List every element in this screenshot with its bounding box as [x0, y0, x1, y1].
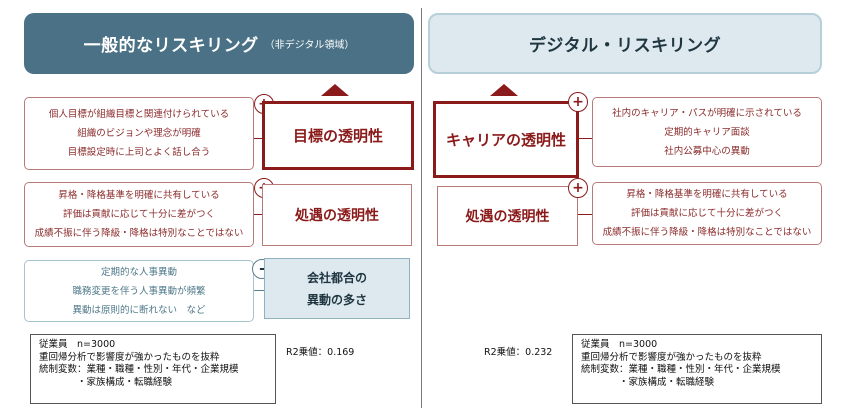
list-item: 職務変更を伴う人事異動が頻繁 [72, 285, 206, 297]
left-factor-company-transfers-line2: 異動の多さ [306, 292, 367, 307]
left-group2-items: 昇格・降格基準を明確に共有している 評価は貢献に応じて十分に差がつく 成績不振に… [24, 182, 254, 247]
list-item: 個人目標が組織目標と関連付けられている [48, 109, 230, 120]
right-group2-connector [578, 214, 594, 215]
list-item: 定期的な人事異動 [100, 266, 177, 278]
left-group2-connector [254, 214, 264, 215]
list-item: 社内のキャリア・パスが明確に示されている [612, 107, 802, 119]
right-pointer-triangle [490, 84, 518, 96]
left-header-title: 一般的なリスキリング [83, 36, 259, 56]
list-item: 成績不振に伴う降級・降格は特別なことではない [602, 227, 812, 238]
left-header: 一般的なリスキリング （非デジタル領域） [24, 13, 414, 74]
right-group2-items: 昇格・降格基準を明確に共有している 評価は貢献に応じて十分に差がつく 成績不振に… [592, 182, 822, 245]
note-line: 重回帰分析で影響度が強かったものを抜粋 [581, 351, 762, 363]
note-line: 重回帰分析で影響度が強かったものを抜粋 [39, 351, 220, 363]
left-group3-items: 定期的な人事異動 職務変更を伴う人事異動が頻繁 異動は原則的に断れない など [24, 260, 254, 322]
left-factor-company-transfers-line1: 会社都合の [306, 270, 367, 285]
left-note-box: 従業員 n=3000 重回帰分析で影響度が強かったものを抜粋 統制変数：業種・職… [30, 334, 276, 404]
left-group1-items: 個人目標が組織目標と関連付けられている 組織のビジョンや理念が明確 目標設定時に… [24, 97, 254, 170]
list-item: 定期的キャリア面談 [664, 126, 750, 138]
center-divider [421, 8, 422, 408]
note-line: ・家族構成・転職経験 [39, 376, 173, 388]
plus-icon: + [568, 178, 588, 198]
list-item: 昇格・降格基準を明確に共有している [626, 189, 788, 200]
note-line: 従業員 n=3000 [581, 339, 658, 350]
left-r2-value: R2乗値：0.169 [286, 347, 355, 358]
right-group1-connector [579, 138, 593, 139]
note-line: 統制変数：業種・職種・性別・年代・企業規模 [581, 364, 781, 375]
right-factor-career-transparency: キャリアの透明性 [433, 101, 579, 178]
left-factor-goal-transparency: 目標の透明性 [262, 101, 414, 170]
right-header: デジタル・リスキリング [428, 13, 822, 74]
right-note-box: 従業員 n=3000 重回帰分析で影響度が強かったものを抜粋 統制変数：業種・職… [572, 334, 822, 404]
left-group1-connector [254, 138, 264, 139]
note-line: 統制変数：業種・職種・性別・年代・企業規模 [39, 364, 239, 375]
list-item: 成績不振に伴う降級・降格は特別なことではない [34, 228, 244, 239]
note-line: ・家族構成・転職経験 [581, 376, 715, 388]
right-factor-treatment-transparency: 処遇の透明性 [437, 186, 578, 246]
left-factor-treatment-transparency: 処遇の透明性 [262, 184, 412, 246]
list-item: 社内公募中心の異動 [664, 145, 750, 157]
left-header-subtitle: （非デジタル領域） [264, 40, 355, 51]
plus-icon: + [568, 92, 588, 112]
left-group3-connector [254, 290, 264, 291]
list-item: 組織のビジョンや理念が明確 [77, 128, 201, 139]
right-r2-value: R2乗値：0.232 [484, 347, 553, 358]
list-item: 評価は貢献に応じて十分に差がつく [62, 209, 215, 220]
note-line: 従業員 n=3000 [39, 339, 116, 350]
list-item: 評価は貢献に応じて十分に差がつく [630, 208, 783, 219]
left-factor-company-transfers: 会社都合の 異動の多さ [264, 258, 410, 319]
right-group1-items: 社内のキャリア・パスが明確に示されている 定期的キャリア面談 社内公募中心の異動 [592, 97, 822, 167]
list-item: 目標設定時に上司とよく話し合う [67, 147, 211, 158]
right-header-title: デジタル・リスキリング [528, 36, 722, 56]
list-item: 昇格・降格基準を明確に共有している [58, 190, 220, 201]
list-item: 異動は原則的に断れない など [72, 304, 206, 316]
left-pointer-triangle [321, 84, 349, 96]
